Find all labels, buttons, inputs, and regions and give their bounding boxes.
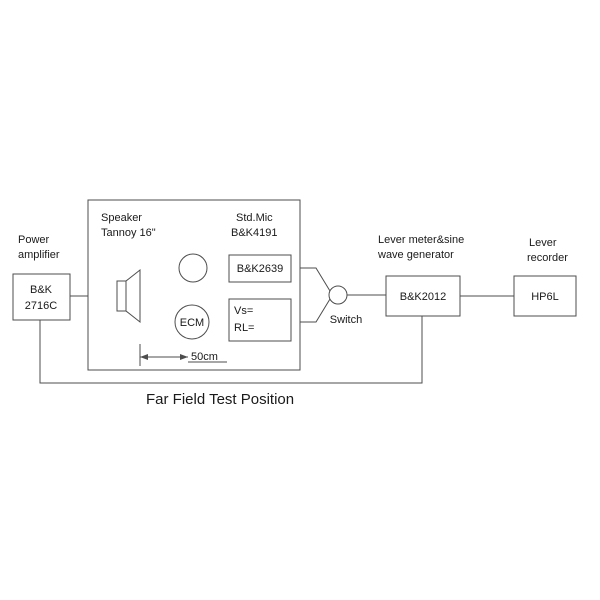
recorder-label-line2: recorder <box>527 252 568 264</box>
speaker-label-line1: Speaker <box>101 212 142 224</box>
speaker-magnet-icon <box>116 280 127 312</box>
preamp-box <box>228 254 292 283</box>
switch-icon <box>328 285 348 305</box>
speaker-label-line2: Tannoy 16" <box>101 227 156 239</box>
rl-label: RL= <box>234 322 255 334</box>
diagram-title: Far Field Test Position <box>146 391 294 408</box>
recorder-label-line1: Lever <box>529 237 557 249</box>
vs-rl-box <box>228 298 292 342</box>
lever-meter-box-label: B&K2012 <box>400 291 446 303</box>
preamp-box-label: B&K2639 <box>237 263 283 275</box>
speaker-cone-icon <box>125 268 141 324</box>
std-mic-label-line2: B&K4191 <box>231 227 277 239</box>
lever-meter-box <box>385 275 461 317</box>
dimension-arrowhead-left-icon <box>140 354 148 360</box>
vs-label: Vs= <box>234 305 253 317</box>
dimension-arrowhead-right-icon <box>180 354 188 360</box>
std-mic-label-line1: Std.Mic <box>236 212 273 224</box>
lever-meter-label-line1: Lever meter&sine <box>378 234 464 246</box>
power-amp-label-line2: amplifier <box>18 249 60 261</box>
distance-label: 50cm <box>191 351 218 363</box>
ecm-mic-icon <box>174 304 210 340</box>
switch-label: Switch <box>330 314 362 326</box>
recorder-box <box>513 275 577 317</box>
power-amp-box-line1: B&K <box>30 284 53 296</box>
wire-meter-to-amp-feedback <box>39 316 423 384</box>
lever-meter-label-line2: wave generator <box>377 249 454 261</box>
std-mic-icon <box>178 253 208 283</box>
power-amp-label-line1: Power <box>18 234 50 246</box>
power-amp-box <box>12 273 71 321</box>
ecm-label: ECM <box>180 317 204 329</box>
power-amp-box-line2: 2716C <box>25 300 57 312</box>
recorder-box-label: HP6L <box>531 291 559 303</box>
